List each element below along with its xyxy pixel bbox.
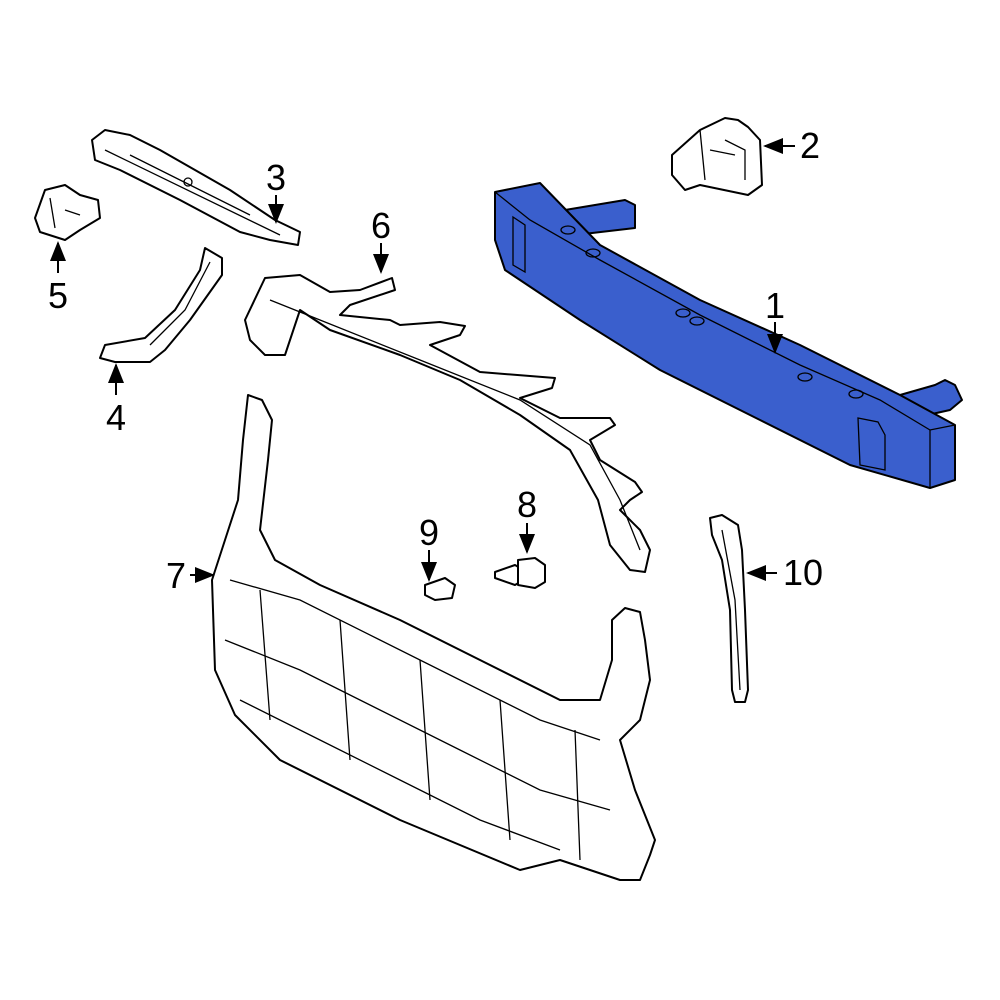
callout-5: 5 (48, 241, 68, 316)
svg-text:6: 6 (371, 205, 391, 246)
callout-10: 10 (746, 552, 823, 593)
callout-8: 8 (517, 484, 537, 554)
svg-text:10: 10 (783, 552, 823, 593)
svg-text:1: 1 (765, 285, 785, 326)
svg-text:4: 4 (106, 397, 126, 438)
callout-6: 6 (371, 205, 391, 274)
part-1-bumper-reinforcement[interactable] (494, 182, 963, 489)
callout-2: 2 (763, 125, 820, 166)
svg-text:9: 9 (419, 512, 439, 553)
svg-text:8: 8 (517, 484, 537, 525)
callout-3: 3 (266, 157, 286, 224)
callout-7: 7 (166, 555, 215, 596)
svg-text:2: 2 (800, 125, 820, 166)
svg-text:5: 5 (48, 275, 68, 316)
part-6-absorber-bracket[interactable] (244, 274, 651, 573)
part-7-radiator-support-carrier[interactable] (211, 394, 656, 881)
part-8-bolt[interactable] (494, 557, 546, 589)
part-10-side-bracket[interactable] (709, 514, 749, 703)
part-5-mount-block[interactable] (34, 184, 101, 241)
part-3-upper-support[interactable] (91, 129, 301, 246)
callout-9: 9 (419, 512, 439, 582)
part-9-clip[interactable] (424, 577, 456, 601)
callout-1: 1 (765, 285, 785, 354)
part-2-bracket[interactable] (671, 117, 763, 196)
part-4-side-brace[interactable] (99, 247, 223, 363)
svg-text:3: 3 (266, 157, 286, 198)
callout-4: 4 (106, 363, 126, 438)
svg-text:7: 7 (166, 555, 186, 596)
